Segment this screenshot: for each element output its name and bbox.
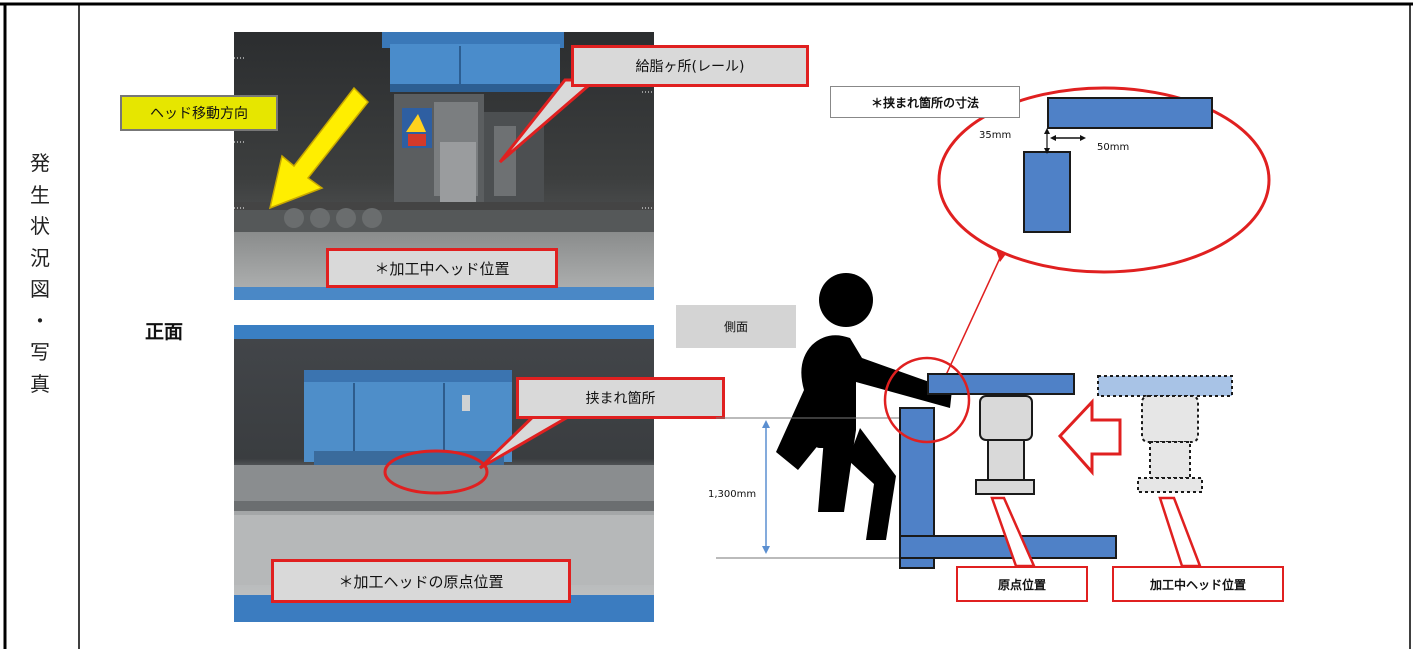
movement-direction-arrow bbox=[1057, 398, 1122, 476]
section-label: 発 生 状 況 図 ・ 写 真 bbox=[20, 148, 60, 400]
dimension-detail-ellipse bbox=[937, 86, 1271, 274]
section-label-char: ・ bbox=[30, 308, 50, 333]
zoom-arrow bbox=[939, 257, 1001, 389]
grease-point-callout: 給脂ヶ所(レール) bbox=[571, 45, 809, 87]
working-head-caption: ＊加工中ヘッド位置 bbox=[326, 248, 558, 288]
pinch-point-callout: 挟まれ箇所 bbox=[516, 377, 725, 419]
gap-horizontal-label: 50mm bbox=[1097, 142, 1130, 153]
origin-position-label: 原点位置 bbox=[956, 566, 1088, 602]
side-view-label: 側面 bbox=[676, 305, 796, 348]
dimension-title: ＊挟まれ箇所の寸法 bbox=[830, 86, 1020, 118]
movement-arrow bbox=[268, 86, 370, 210]
section-label-char: 状 bbox=[30, 214, 50, 238]
height-label: 1,300mm bbox=[708, 489, 757, 500]
pinch-highlight-circle bbox=[883, 356, 971, 444]
gap-vertical-label: 35mm bbox=[979, 130, 1012, 141]
pinch-point-marker bbox=[383, 449, 489, 495]
section-label-char: 真 bbox=[30, 371, 50, 396]
working-position-label: 加工中ヘッド位置 bbox=[1112, 566, 1284, 602]
section-label-char: 写 bbox=[30, 340, 50, 364]
head-direction-label: ヘッド移動方向 bbox=[120, 95, 278, 131]
origin-head-caption: ＊加工ヘッドの原点位置 bbox=[271, 559, 571, 603]
section-label-char: 生 bbox=[30, 182, 50, 207]
side-view-diagram bbox=[716, 86, 1271, 569]
section-label-char: 況 bbox=[30, 245, 50, 270]
section-label-char: 図 bbox=[30, 277, 50, 301]
section-label-char: 発 bbox=[30, 151, 50, 175]
front-view-label: 正面 bbox=[145, 321, 184, 343]
